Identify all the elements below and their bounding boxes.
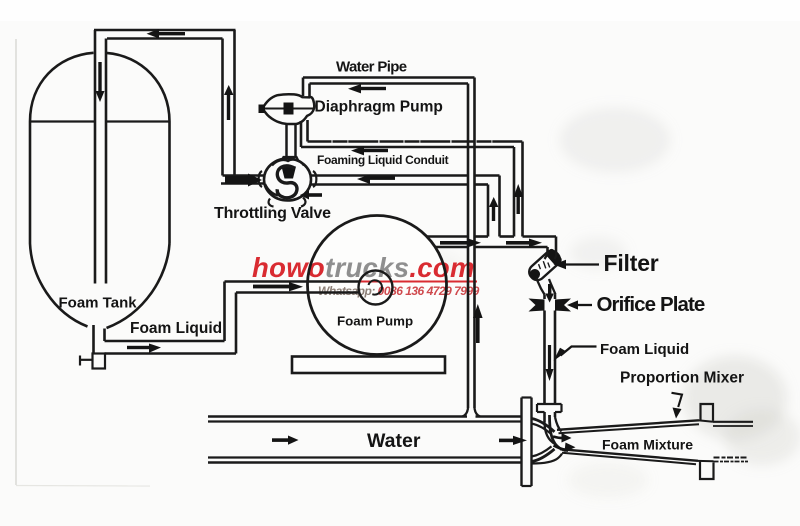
svg-text:Foam Tank: Foam Tank	[59, 295, 138, 312]
svg-text:Diaphragm Pump: Diaphragm Pump	[315, 99, 443, 116]
svg-text:Throttling Valve: Throttling Valve	[214, 205, 331, 222]
svg-text:Filter: Filter	[604, 250, 659, 276]
svg-text:Foam Liquid: Foam Liquid	[130, 320, 222, 337]
svg-text:Proportion Mixer: Proportion Mixer	[620, 370, 744, 387]
svg-text:howotrucks.com: howotrucks.com	[252, 252, 475, 283]
svg-text:Whatsapp: 0086 136 4729 7999: Whatsapp: 0086 136 4729 7999	[318, 284, 480, 298]
svg-text:Foam Pump: Foam Pump	[337, 314, 413, 329]
svg-text:Foam Liquid: Foam Liquid	[600, 341, 689, 358]
svg-text:Foam Mixture: Foam Mixture	[602, 437, 693, 453]
svg-text:Water Pipe: Water Pipe	[336, 59, 407, 76]
svg-text:Orifice Plate: Orifice Plate	[597, 293, 705, 316]
svg-text:Water: Water	[367, 430, 421, 452]
svg-text:Foaming Liquid Conduit: Foaming Liquid Conduit	[317, 153, 449, 167]
